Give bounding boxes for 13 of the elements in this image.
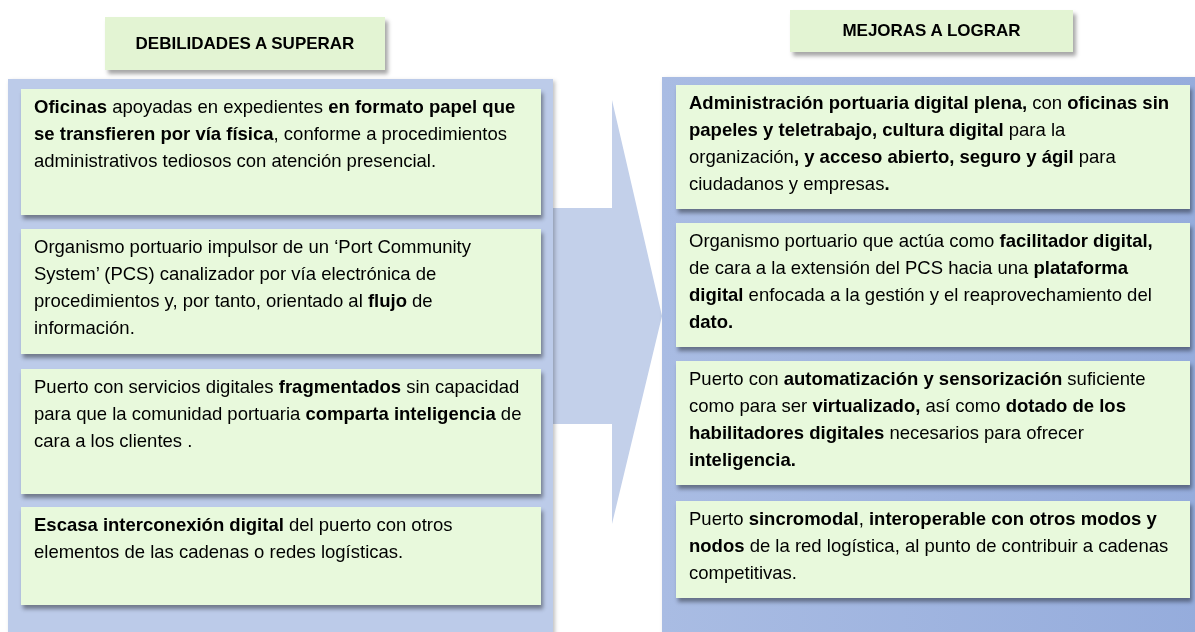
text-card: Escasa interconexión digital del puerto con otros elementos de las cadenas o redes logísticas.	[21, 507, 541, 605]
text-card: Administración portuaria digital plena, con oficinas sin papeles y teletrabajo, cultura digital para la organización, y acceso abierto, seguro y ágil para ciudadanos y empresas.	[676, 85, 1190, 209]
text-card: Oficinas apoyadas en expedientes en formato papel que se transfieren por vía física, conforme a procedimientos administrativos tediosos con atención presencial.	[21, 89, 541, 215]
column-heading-box: DEBILIDADES A SUPERAR	[105, 17, 385, 70]
column-panel	[662, 77, 1195, 632]
block-arrow	[553, 100, 662, 524]
text-card: Puerto con servicios digitales fragmentados sin capacidad para que la comunidad portuaria comparta inteligencia de cara a los clientes .	[21, 369, 541, 494]
text-card: Organismo portuario que actúa como facilitador digital, de cara a la extensión del PCS hacia una plataforma digital enfocada a la gestión y el reaprovechamiento del dato.	[676, 223, 1190, 347]
column-heading-box: MEJORAS A LOGRAR	[790, 10, 1073, 52]
text-card: Puerto sincromodal, interoperable con otros modos y nodos de la red logística, al punto de contribuir a cadenas competitivas.	[676, 501, 1190, 598]
text-card: Puerto con automatización y sensorización suficiente como para ser virtualizado, así como dotado de los habilitadores digitales necesarios para ofrecer inteligencia.	[676, 361, 1190, 485]
text-card: Organismo portuario impulsor de un ‘Port Community System’ (PCS) canalizador por vía electrónica de procedimientos y, por tanto, orientado al flujo de información.	[21, 229, 541, 354]
column-panel	[8, 79, 553, 632]
